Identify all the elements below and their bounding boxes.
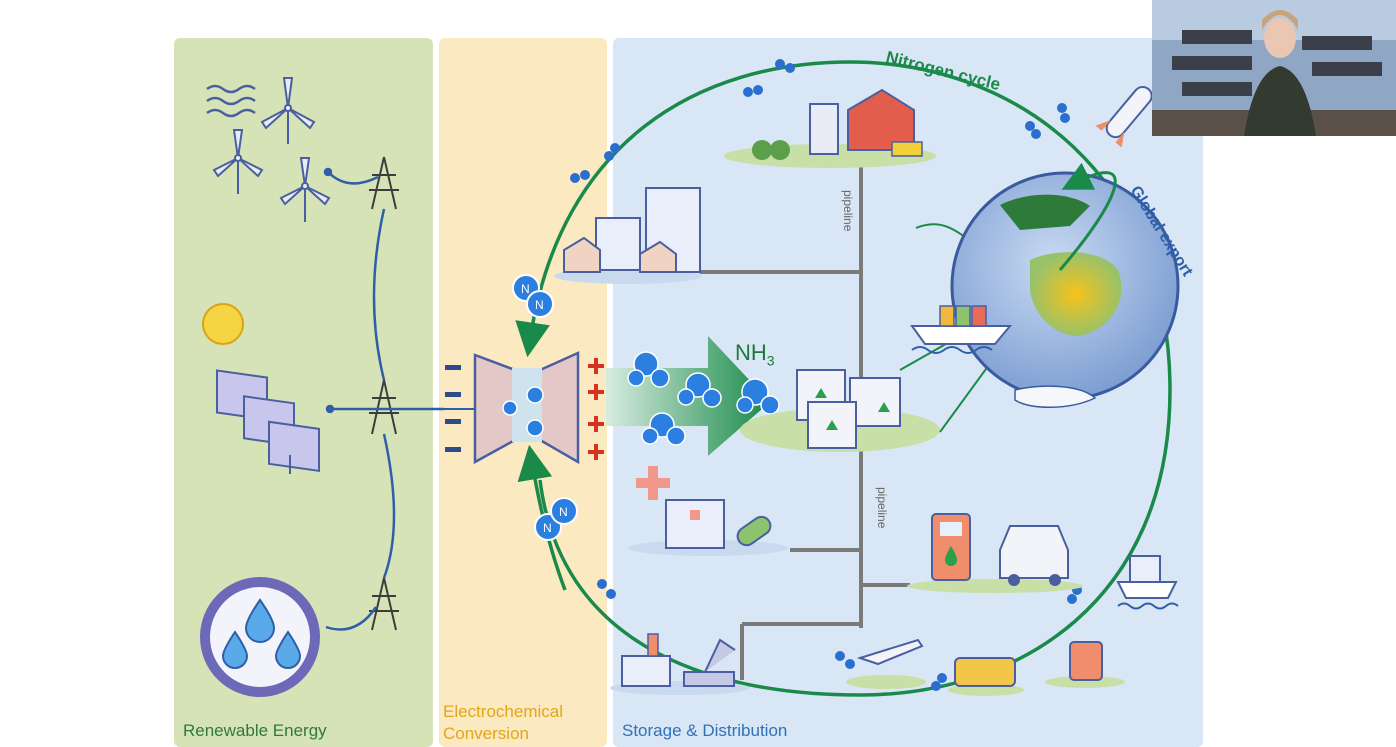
power-grid-lines [323,167,444,631]
global-export-arrow [1058,162,1117,271]
presenter-video-frame [1152,0,1396,136]
ammonia-label: NH3 [735,340,775,368]
globe-icon [950,171,1180,408]
renewable-energy-label: Renewable Energy [183,721,327,740]
electrochemical-line2: Conversion [443,724,529,743]
n-label: N [559,505,568,519]
n-label: N [521,282,530,296]
ammonia-label-main: NH [735,340,767,365]
cargo-ship-icon [910,305,1013,354]
cycle-molecules [570,59,1082,691]
sun-icon [202,303,244,345]
tank-icon [740,369,940,452]
plane-icon [846,638,926,689]
n-label: N [535,298,544,312]
electrochemical-conversion-label: Electrochemical Conversion [443,701,603,745]
ammonia-molecules [502,351,780,446]
car-icon [999,525,1069,586]
solar-panel-icon [216,369,320,474]
wind-turbine-icon [212,77,331,222]
ship-icon [1116,555,1179,610]
hospital-icon [628,466,788,556]
pipeline-label-upper: pipeline [841,190,855,232]
electrochemical-line1: Electrochemical [443,702,563,721]
pill-icon [736,515,772,547]
positive-electrode-signs [588,358,604,460]
rocket-icon [1095,85,1153,148]
bus-icon [948,657,1024,696]
train-icon [1045,641,1125,688]
electrolyser-icon [473,351,580,465]
pylon-icon [369,156,399,631]
n-label: N [543,521,552,535]
farm-icon [724,88,936,168]
hydro-icon [200,577,320,697]
robot-arm-icon [683,638,736,687]
ammonia-label-sub: 3 [766,352,775,369]
presenter-video[interactable] [1152,0,1396,136]
storage-distribution-label: Storage & Distribution [622,721,788,740]
pipeline-label-lower: pipeline [875,487,889,529]
fuel-pump-icon [907,513,1083,593]
city-icon [554,187,702,284]
n2-molecule-top [512,274,554,318]
negative-electrode-signs [445,365,461,452]
renewable-energy-panel [174,38,433,747]
n2-molecule-bottom [534,497,578,541]
wind-icon [206,84,256,118]
